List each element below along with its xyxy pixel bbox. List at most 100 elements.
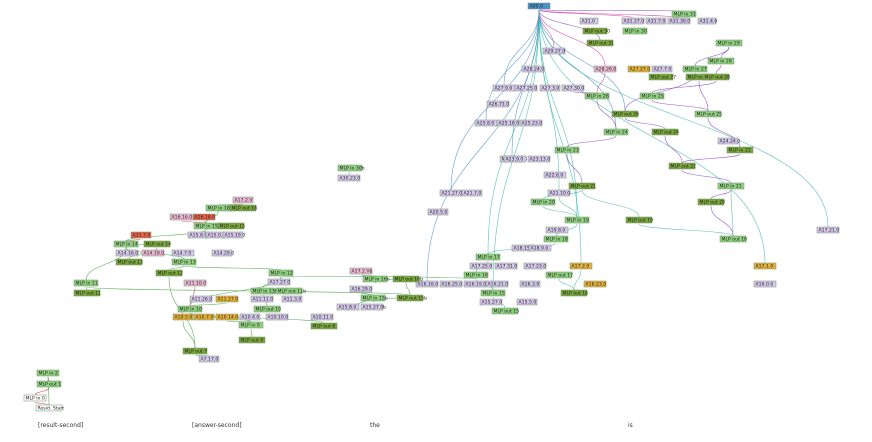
graph-node-n65[interactable]: MLP out 17 <box>545 271 573 279</box>
graph-node-n54[interactable]: A19.8.0 <box>545 226 569 234</box>
graph-node-n51[interactable]: MLP out 19 <box>625 216 653 224</box>
graph-node-n70[interactable]: A16.19.0 <box>463 280 486 288</box>
graph-node-l3[interactable]: MLP out 18 <box>229 204 257 212</box>
graph-node-n35[interactable]: MLP in 22 <box>726 146 754 154</box>
graph-node-l16[interactable]: A14.7.0 <box>171 249 195 257</box>
graph-node-l43[interactable]: MLP out 7 <box>182 347 208 355</box>
graph-node-n11[interactable]: MLP in 28 <box>707 57 735 65</box>
graph-node-n61[interactable]: A17.25.0 <box>469 262 492 270</box>
graph-node-n29[interactable]: MLP out 25 <box>694 110 722 118</box>
graph-node-n14[interactable]: A28.24.0 <box>521 65 544 73</box>
graph-node-n26[interactable]: MLP in 25 <box>639 92 665 100</box>
graph-node-n19[interactable]: MLP out 27 <box>648 73 676 81</box>
graph-node-n47[interactable]: A21.10.0 <box>547 189 570 197</box>
graph-node-n8[interactable]: MLP in 30 <box>622 27 648 35</box>
graph-node-n43[interactable]: MLP out 21 <box>568 182 596 190</box>
graph-node-n73[interactable]: A16.0.0 <box>753 280 777 288</box>
graph-node-n32[interactable]: A25.23.0 <box>519 119 542 127</box>
graph-node-n28[interactable]: MLP out 26 <box>611 110 639 118</box>
graph-node-n75[interactable]: A16.23.0 <box>583 280 606 288</box>
graph-node-l33[interactable]: MLP out 10 <box>253 305 281 313</box>
graph-node-n30[interactable]: A25.8.0 <box>474 119 498 127</box>
graph-node-n86[interactable]: MLP in 15b <box>360 294 388 302</box>
graph-node-n80[interactable]: MLP in 30b <box>337 164 365 172</box>
graph-node-n34[interactable]: MLP out 24 <box>651 128 679 136</box>
graph-node-n58[interactable]: A18.9.0 <box>528 244 552 252</box>
graph-node-n22[interactable]: A27.25.0 <box>514 84 537 92</box>
graph-node-l41[interactable]: A10.11.0 <box>310 313 333 321</box>
graph-node-n89[interactable]: MLP out 15b <box>396 294 427 302</box>
graph-node-n74[interactable]: MLP out 16 <box>560 289 588 297</box>
graph-node-n18[interactable]: MLP out 28 <box>702 73 730 81</box>
graph-node-n37[interactable]: MLP in 23 <box>554 146 580 154</box>
graph-node-n88[interactable]: A15.8.0 <box>336 303 360 311</box>
graph-node-n79[interactable]: MLP out 15 <box>491 307 519 315</box>
graph-node-n39[interactable]: MLP out 22 <box>668 162 696 170</box>
graph-node-n24[interactable]: A27.30.0 <box>561 84 584 92</box>
graph-node-n53[interactable]: MLP in 18 <box>543 235 569 243</box>
graph-node-n68[interactable]: A16.16.0 <box>415 280 438 288</box>
graph-node-l26[interactable]: A11.27.0 <box>215 295 238 303</box>
graph-node-l20[interactable]: MLP in 11 <box>73 279 99 287</box>
graph-node-n46[interactable]: A21.7.0 <box>461 189 483 197</box>
graph-node-n5[interactable]: A31.30.0 <box>667 17 690 25</box>
graph-node-n50[interactable]: A20.5.0 <box>427 208 449 216</box>
graph-node-l23[interactable]: A11.10.0 <box>183 279 206 287</box>
graph-node-n64[interactable]: A17.2.0 <box>569 262 593 270</box>
graph-node-l38[interactable]: A10.14.0 <box>215 313 238 321</box>
graph-node-n45[interactable]: A21.27.0 <box>439 189 462 197</box>
graph-node-n25[interactable]: MLP in 26 <box>584 92 610 100</box>
graph-node-l10[interactable]: A15.19.0 <box>222 231 245 239</box>
graph-node-n66[interactable]: A17.1.0 <box>753 262 777 270</box>
graph-node-l31[interactable]: A11.11.0 <box>250 295 273 303</box>
graph-node-l19[interactable]: A14.29.0 <box>211 249 234 257</box>
graph-node-n9[interactable]: MLP out 30 <box>582 27 610 35</box>
graph-node-n82[interactable]: A17.2.Vb <box>349 267 372 275</box>
graph-node-n23[interactable]: A27.3.0 <box>539 84 561 92</box>
graph-node-n72[interactable]: A16.3.0 <box>519 280 541 288</box>
graph-node-l18[interactable]: MLP in 13 <box>171 258 197 266</box>
graph-node-n7[interactable]: MLP out 31 <box>586 39 614 47</box>
graph-node-n81[interactable]: A30.23.0 <box>337 174 360 182</box>
graph-node-n10[interactable]: A29.27.0 <box>542 47 565 55</box>
graph-node-n40[interactable]: A23.9.0 <box>503 155 527 163</box>
graph-node-n1[interactable]: MLP in 31 <box>671 10 697 18</box>
graph-node-l32[interactable]: A11.3.0 <box>281 295 303 303</box>
graph-node-n83[interactable]: MLP in 16b <box>362 275 390 283</box>
graph-node-l24[interactable]: MLP in 12 <box>268 269 294 277</box>
graph-node-l15[interactable]: A14.19.0 <box>141 249 164 257</box>
graph-node-l40[interactable]: MLP out 9 <box>238 336 266 344</box>
graph-node-n41[interactable]: A23.13.0 <box>527 155 550 163</box>
graph-node-l39[interactable]: MLP in 9 <box>238 321 264 329</box>
graph-node-n27[interactable]: A26.71.0 <box>486 100 509 108</box>
graph-node-l5[interactable]: A16.18.0 <box>192 213 215 221</box>
graph-node-l36[interactable]: A10.5.0 <box>172 313 194 321</box>
graph-node-n85[interactable]: A16.29.0 <box>349 285 372 293</box>
graph-node-n12[interactable]: MLP in 29 <box>715 39 743 47</box>
graph-node-l9[interactable]: A15.0.0 <box>205 231 225 239</box>
graph-node-n84[interactable]: MLP out 16b <box>392 275 423 283</box>
graph-node-l35[interactable]: A10.10.0 <box>265 313 288 321</box>
graph-node-l30[interactable]: MLP out 11b <box>275 287 306 295</box>
graph-node-l6[interactable]: MLP in 15 <box>193 222 219 230</box>
graph-node-n33[interactable]: MLP in 24 <box>603 128 629 136</box>
graph-node-n15[interactable]: A28.26.0 <box>593 65 616 73</box>
graph-node-n20[interactable]: MLP in 27 <box>682 65 708 73</box>
graph-node-n49[interactable]: MLP out 20 <box>697 198 725 206</box>
graph-node-l37[interactable]: A10.7.0 <box>193 313 215 321</box>
graph-node-n42[interactable]: A22.6.0 <box>543 171 567 179</box>
graph-node-e4[interactable]: Resid. Start <box>35 404 64 412</box>
graph-node-l13[interactable]: MLP out 14 <box>143 240 171 248</box>
graph-node-n2[interactable]: A31.0 <box>579 17 599 25</box>
graph-node-l7[interactable]: MLP out 15 <box>217 222 245 230</box>
graph-node-n55[interactable]: MLP out 18 <box>719 235 747 243</box>
graph-node-n63[interactable]: A17.23.0 <box>523 262 546 270</box>
graph-node-n44[interactable]: MLP in 21 <box>717 182 745 190</box>
graph-node-l8[interactable]: A15.8.0 <box>187 231 209 239</box>
graph-node-e1[interactable]: MLP in 2 <box>36 369 60 377</box>
graph-node-n21[interactable]: A27.9.0 <box>492 84 516 92</box>
graph-node-l27[interactable]: A17.27.0 <box>267 278 290 286</box>
graph-node-l17[interactable]: MLP out 13 <box>115 258 143 266</box>
graph-node-n60[interactable]: MLP in 17 <box>475 253 501 261</box>
graph-node-n31[interactable]: A25.18.0 <box>496 119 519 127</box>
